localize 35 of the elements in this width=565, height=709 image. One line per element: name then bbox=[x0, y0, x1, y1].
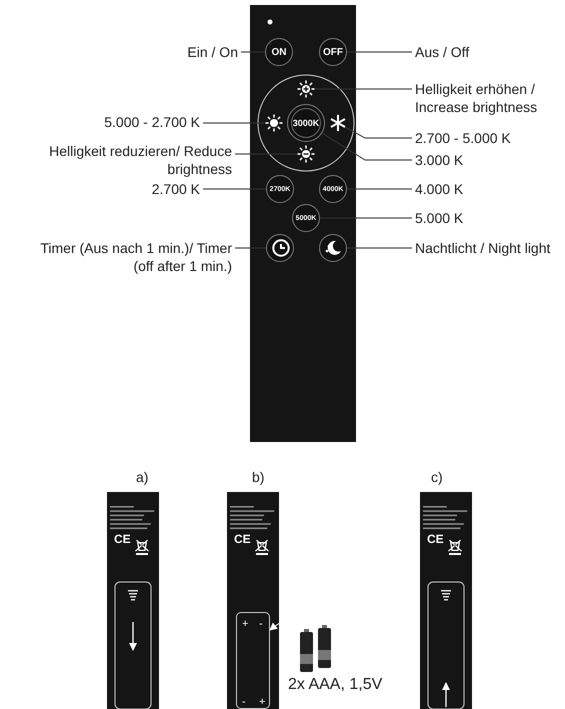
ce-mark: CE bbox=[114, 531, 131, 548]
polarity-sign: - bbox=[242, 695, 246, 709]
leader-line bbox=[345, 126, 412, 138]
callout-text: Aus / Off bbox=[415, 43, 555, 61]
callout-text: Ein / On bbox=[140, 43, 238, 61]
leader-line bbox=[322, 132, 412, 160]
polarity-sign: - bbox=[259, 617, 263, 632]
leader-line bbox=[314, 88, 412, 90]
callout-text: Nachtlicht / Night light bbox=[415, 239, 555, 257]
battery-compartment bbox=[236, 612, 270, 709]
panel-label: a) bbox=[136, 468, 148, 486]
brightness-down-icon bbox=[297, 145, 315, 163]
callout-text: 2.700 K bbox=[60, 180, 200, 198]
panel-label: c) bbox=[431, 468, 443, 486]
polarity-sign: + bbox=[242, 617, 248, 632]
sun-icon bbox=[265, 114, 283, 132]
leader-line bbox=[202, 122, 266, 124]
brightness-up-icon bbox=[297, 80, 315, 98]
callout-text: 2.700 - 5.000 K bbox=[415, 129, 555, 147]
callout-text: 5.000 K bbox=[415, 209, 555, 227]
battery-label: 2x AAA, 1,5V bbox=[288, 676, 382, 694]
leader-line bbox=[346, 188, 412, 190]
callout-text: Timer (Aus nach 1 min.)/ Timer (off after 1 min.) bbox=[20, 239, 232, 275]
polarity-sign: + bbox=[259, 695, 266, 709]
leader-line bbox=[202, 188, 266, 190]
battery-drawing bbox=[298, 625, 334, 673]
ce-mark: CE bbox=[234, 531, 251, 548]
panel-label: b) bbox=[252, 468, 264, 486]
callout-text: 4.000 K bbox=[415, 180, 555, 198]
ce-mark: CE bbox=[427, 531, 444, 548]
callout-text: Helligkeit reduzieren/ Reduce brightness bbox=[40, 142, 232, 178]
callout-text: Helligkeit erhöhen / Increase brightness bbox=[415, 80, 560, 116]
callout-text: 3.000 K bbox=[415, 151, 555, 169]
snowflake-icon bbox=[329, 114, 347, 132]
callout-text: 5.000 - 2.700 K bbox=[60, 113, 200, 131]
